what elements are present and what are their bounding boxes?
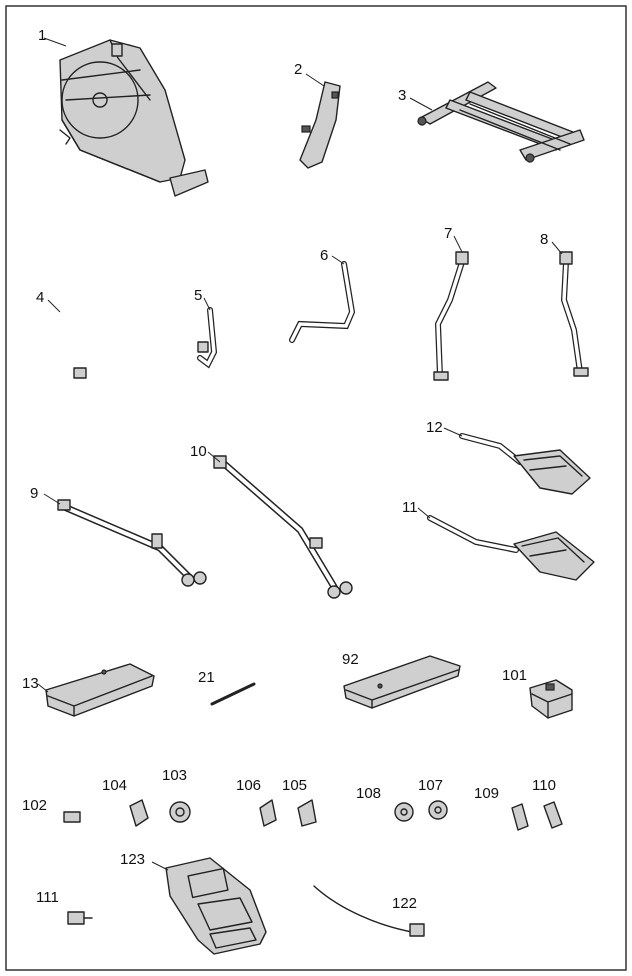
part-13-cover: [45, 663, 155, 717]
part-103-clamp: [169, 801, 191, 823]
part-label-106: 106: [236, 777, 261, 794]
part-110-fitting: [543, 801, 563, 829]
part-105-bracket: [297, 799, 317, 827]
part-123-console: [165, 857, 267, 955]
part-label-7: 7: [444, 225, 452, 242]
part-label-111: 111: [36, 889, 59, 906]
part-label-122: 122: [392, 895, 417, 912]
part-104-bracket: [129, 799, 149, 827]
part-8-right-arm: [559, 251, 589, 377]
part-111-connector: [67, 911, 93, 925]
part-label-9: 9: [30, 485, 38, 502]
part-label-110: 110: [532, 777, 556, 794]
part-102-clip: [63, 811, 81, 823]
part-label-105: 105: [282, 777, 307, 794]
part-9-connecting-rail: [57, 499, 207, 587]
part-6-curved-handle: [289, 261, 356, 343]
part-label-104: 104: [102, 777, 127, 794]
part-92-cover: [343, 655, 461, 709]
part-label-11: 11: [402, 499, 418, 516]
part-label-12: 12: [426, 419, 443, 436]
part-label-102: 102: [22, 797, 47, 814]
part-label-103: 103: [162, 767, 187, 784]
part-label-108: 108: [356, 785, 381, 802]
part-108-bearing: [394, 802, 414, 822]
part-1-main-frame: [59, 39, 209, 197]
part-label-107: 107: [418, 777, 443, 794]
part-5-small-handle: [197, 307, 218, 369]
part-label-92: 92: [342, 651, 359, 668]
part-101-box: [529, 679, 573, 719]
part-label-13: 13: [22, 675, 39, 692]
part-2-upright-bracket: [299, 81, 341, 169]
part-12-pedal-arm: [459, 433, 591, 495]
part-label-3: 3: [398, 87, 406, 104]
part-109-fitting: [511, 803, 529, 831]
part-106-bracket: [259, 799, 277, 827]
part-label-109: 109: [474, 785, 499, 802]
part-label-123: 123: [120, 851, 145, 868]
part-122-cable: [313, 885, 425, 937]
part-label-10: 10: [190, 443, 207, 460]
part-3-rear-frame: [417, 81, 585, 163]
part-label-8: 8: [540, 231, 548, 248]
part-label-6: 6: [320, 247, 328, 264]
part-label-5: 5: [194, 287, 202, 304]
part-label-101: 101: [502, 667, 527, 684]
part-7-left-arm: [433, 251, 469, 381]
part-label-4: 4: [36, 289, 44, 306]
part-4-handlebar: [58, 288, 128, 379]
part-label-2: 2: [294, 61, 302, 78]
part-label-1: 1: [38, 27, 46, 44]
part-11-pedal-arm: [427, 515, 595, 581]
part-21-rod: [210, 682, 256, 706]
part-label-21: 21: [198, 669, 215, 686]
part-107-bearing: [428, 800, 448, 820]
